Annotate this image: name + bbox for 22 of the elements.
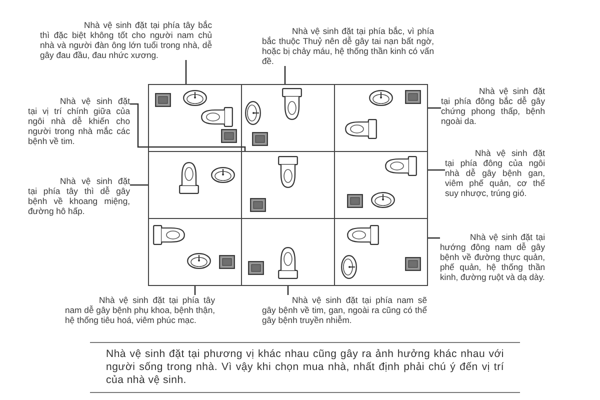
- leader-line: [185, 60, 187, 84]
- callout-text: Nhà vệ sinh đặt tại phía đông của ngôi nhà dễ gây bệnh gan, viêm phế quản, cơ thể suy nhược, trúng gió.: [445, 148, 545, 198]
- callout-text: Nhà vệ sinh đặt tại phía tây nam dễ gây bệnh phụ khoa, bệnh thận, hệ thống tiêu hoá, viêm phúc mạc.: [65, 295, 215, 325]
- callout-text: Nhà vệ sinh đặt tại phía bắc, vì phía bắc thuộc Thuỷ nên dễ gây tai nạn bất ngờ, hoặc bị chảy máu, hệ thống thần kinh có vấn đề.: [262, 26, 434, 66]
- bathroom-room: [334, 218, 428, 286]
- leader-line: [428, 169, 445, 171]
- callout-text: Nhà vệ sinh đặt tại phía nam sẽ gây bệnh về tim, gan, ngoài ra cũng có thể gây bệnh truyền nhiễm.: [262, 295, 427, 325]
- leader-line: [428, 107, 441, 109]
- leader-line: [428, 237, 440, 239]
- callout-text: Nhà vệ sinh đặt tại hướng đông nam dễ gây bệnh về đường thực quản, phế quản, hệ thống thần kinh, đường ruột và dạ dày.: [440, 232, 545, 282]
- callout-text: Nhà vệ sinh đặt tại phía đông bắc dễ gây chứng phong thấp, bệnh ngoài da.: [441, 86, 545, 126]
- callout-text: Nhà vệ sinh đặt tại phía tây bắc thì đặc biệt không tốt cho người nam chủ nhà và người đàn ông lớn tuổi trong nhà, dễ gây đau đầu, đau nhức xương.: [40, 20, 212, 60]
- note-band: [90, 342, 520, 393]
- leader-line: [130, 103, 246, 151]
- note-text: Nhà vệ sinh đặt tại phương vị khác nhau cũng gây ra ảnh hưởng khác nhau với người sống trong nhà. Vì vậy khi chọn mua nhà, nhất định phải chú ý đến vị trí của nhà vệ sinh.: [106, 348, 504, 387]
- bathroom-room: [148, 84, 242, 152]
- leader-line: [284, 66, 286, 84]
- bathroom-room: [148, 218, 242, 286]
- callout-text: Nhà vệ sinh đặt tại phía tây thì dễ gây bệnh về khoang miệng, đường hô hấp.: [28, 176, 130, 216]
- leader-line: [130, 184, 148, 186]
- callout-text: Nhà vệ sinh đặt tại vị trí chính giữa của ngôi nhà dễ khiến cho người trong nhà mắc các bệnh về tim.: [28, 96, 130, 146]
- bathroom-room: [334, 84, 428, 152]
